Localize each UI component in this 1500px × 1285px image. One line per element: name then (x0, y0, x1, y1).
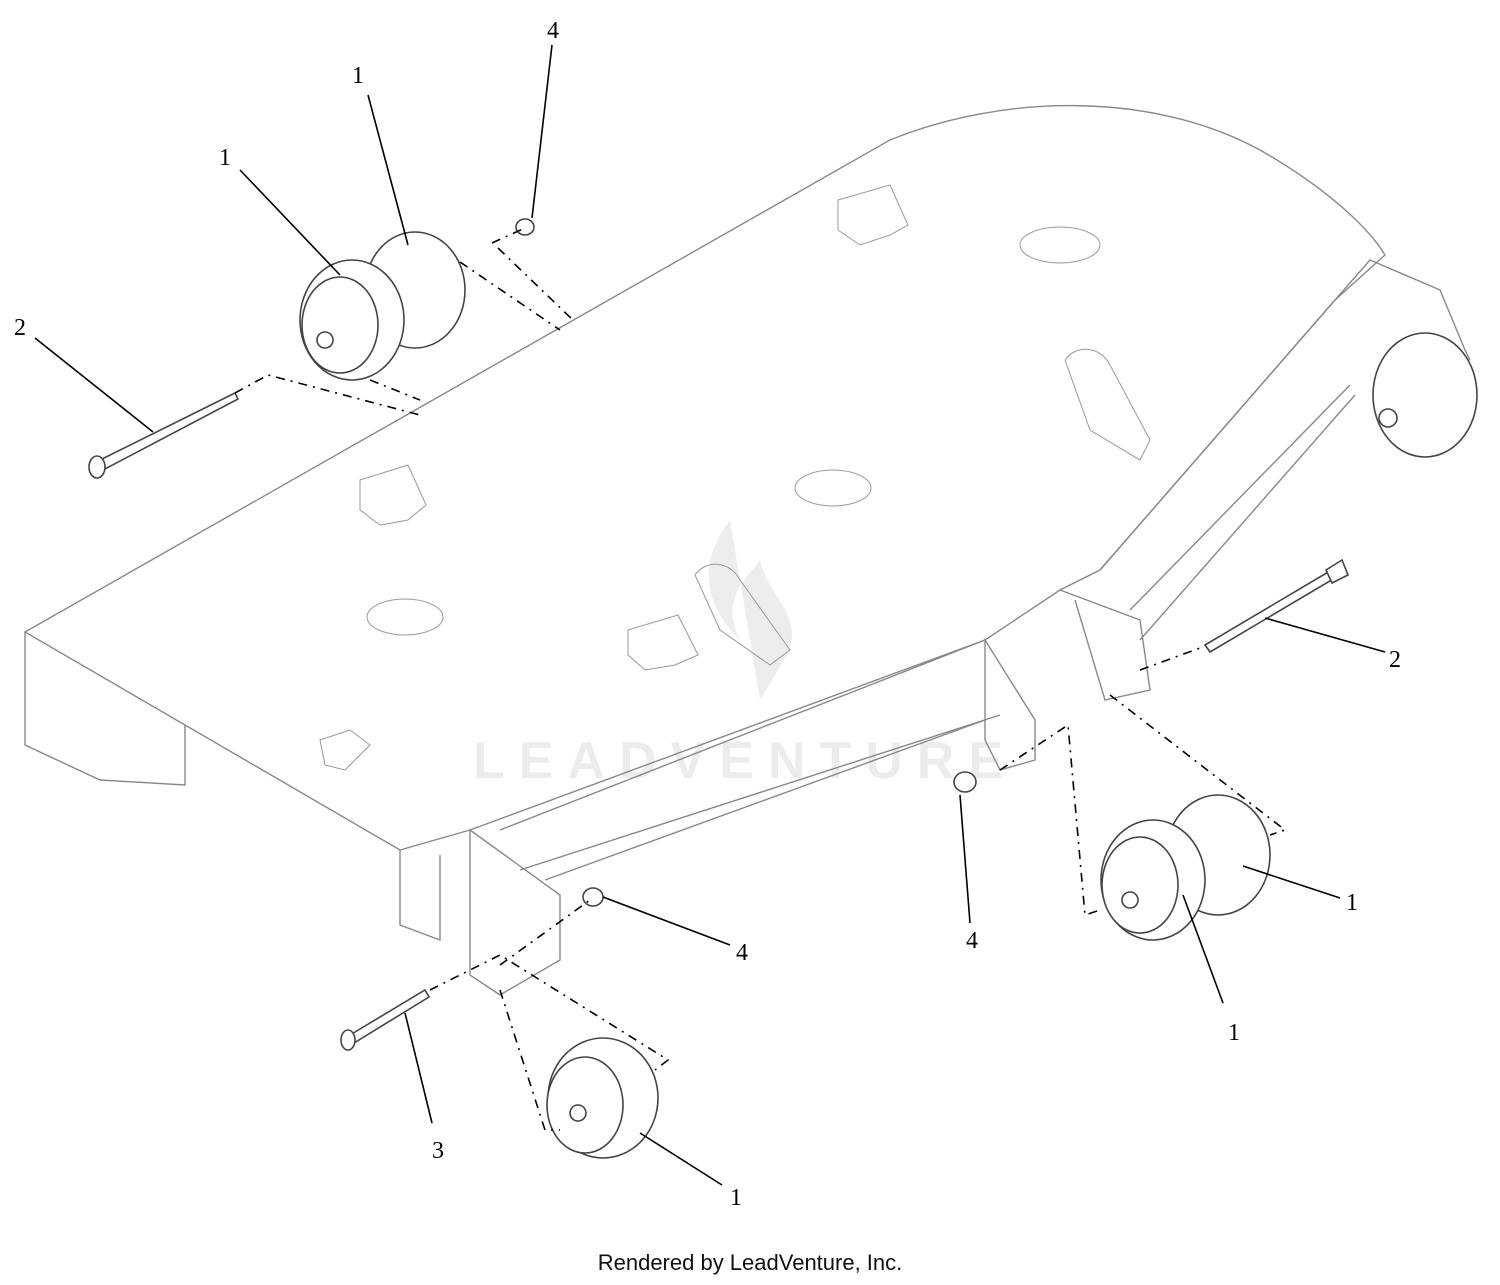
watermark-logo (708, 520, 793, 700)
callout-3: 3 (432, 1138, 444, 1164)
callout-4-upper: 4 (547, 18, 559, 44)
callout-1-lower-right-rear: 1 (1346, 890, 1358, 916)
carriage-bolt-lower-left (340, 988, 431, 1051)
callout-2-left: 2 (14, 315, 26, 341)
callout-1-upper-rear: 1 (352, 63, 364, 89)
anti-scalp-wheel-lower-left (546, 1037, 659, 1159)
callout-1-lower-right-front: 1 (1228, 1020, 1240, 1046)
anti-scalp-wheel-lower-right-front (1100, 819, 1206, 941)
callout-4-center: 4 (966, 928, 978, 954)
footer-credit: Rendered by LeadVenture, Inc. (597, 1250, 903, 1275)
anti-scalp-wheel-upper-left-front (299, 259, 405, 381)
callout-1-upper-front: 1 (219, 145, 231, 171)
callout-2-right: 2 (1389, 647, 1401, 673)
watermark-text: LEADVENTURE (473, 732, 1017, 790)
leader-lines (34, 44, 1386, 1186)
flange-nut-lower-left (582, 887, 604, 907)
flange-nut-center (953, 771, 977, 793)
anti-scalp-wheel-right (1372, 332, 1478, 458)
carriage-bolt-upper-left (88, 391, 240, 479)
callout-1-lower-left: 1 (730, 1185, 742, 1211)
callout-4-lower-left: 4 (736, 940, 748, 966)
hex-bolt-right (1203, 558, 1350, 654)
assembly-lines (234, 227, 1287, 1131)
mower-deck (23, 104, 1471, 996)
flange-nut-upper (515, 218, 535, 236)
